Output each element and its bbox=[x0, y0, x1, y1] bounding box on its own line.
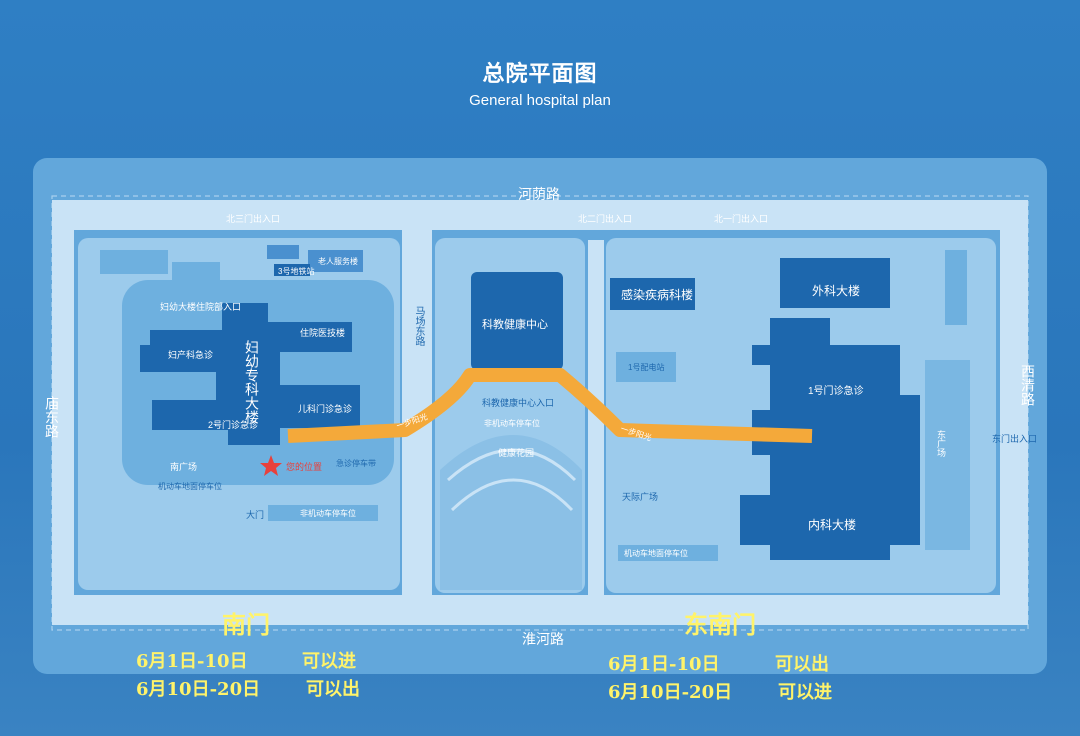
road-east bbox=[1000, 200, 1028, 625]
you-are-here-marker bbox=[260, 455, 282, 476]
outpatient-internal-building bbox=[740, 318, 920, 560]
east-parking bbox=[945, 250, 967, 325]
research-building bbox=[471, 272, 563, 370]
road-middle bbox=[588, 240, 604, 595]
garden-arc1 bbox=[446, 448, 577, 482]
skywalk-path bbox=[287, 368, 813, 443]
metro-building bbox=[274, 264, 310, 276]
elderly-building bbox=[308, 250, 363, 272]
east-square bbox=[925, 360, 970, 550]
surgery-building bbox=[780, 258, 890, 308]
power-station bbox=[616, 352, 676, 382]
garden-arc2 bbox=[450, 478, 574, 512]
maternity-building bbox=[140, 303, 360, 445]
infection-building bbox=[610, 278, 695, 310]
power-building bbox=[267, 245, 299, 259]
parking-west-side bbox=[128, 388, 150, 456]
health-garden bbox=[440, 435, 582, 590]
east-parking-south bbox=[618, 545, 718, 561]
road-south bbox=[52, 595, 1028, 625]
parking-west-top bbox=[100, 250, 168, 274]
page-title: 总院平面图 bbox=[482, 61, 598, 86]
page-subtitle: General hospital plan bbox=[469, 92, 611, 109]
road-north bbox=[52, 200, 1028, 230]
parking-west-top2 bbox=[172, 262, 220, 280]
parking-nonmotor-south bbox=[268, 505, 378, 521]
road-west bbox=[52, 200, 74, 625]
